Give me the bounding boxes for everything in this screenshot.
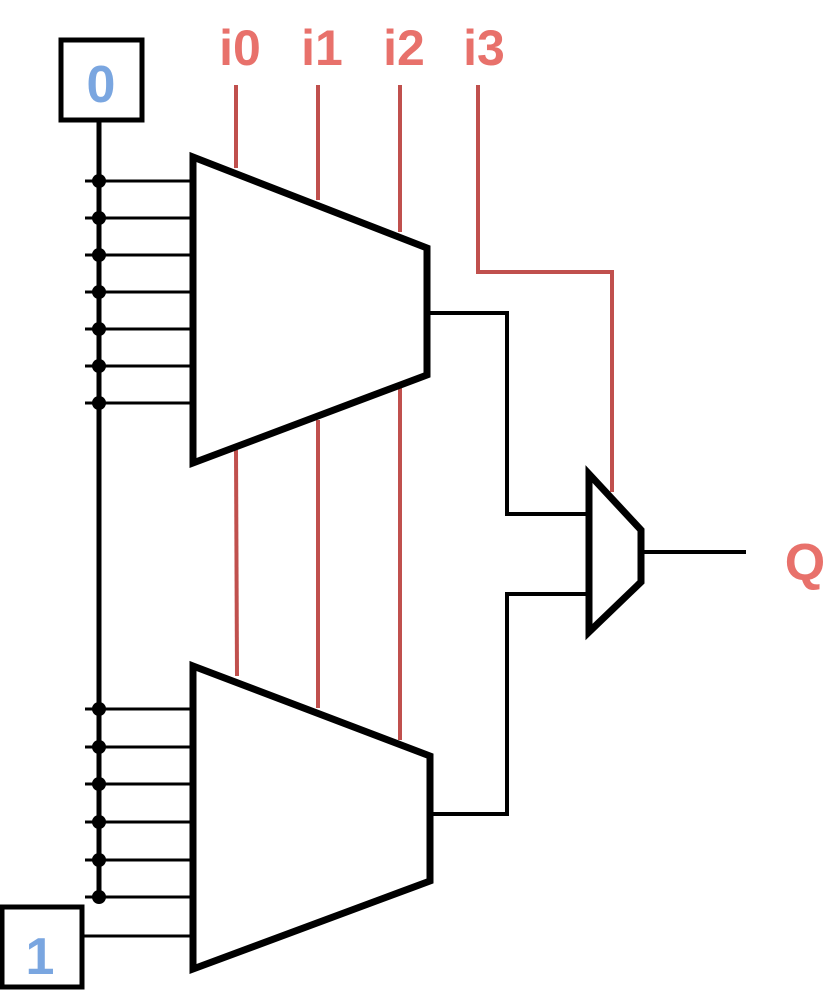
bottom-mux-output-wire — [430, 592, 589, 816]
junction-dot — [92, 740, 106, 754]
final-2to1-multiplexer — [585, 465, 645, 641]
select-label-i1: i1 — [301, 20, 343, 76]
select-label-i3: i3 — [463, 20, 505, 76]
junction-dot — [92, 396, 106, 410]
junction-dot — [92, 702, 106, 716]
junction-dot — [92, 815, 106, 829]
junction-dot — [92, 248, 106, 262]
constant-one-box — [0, 904, 85, 990]
constant-one-label: 1 — [26, 928, 55, 986]
junction-dot — [92, 322, 106, 336]
bottom-junction-dots — [92, 702, 106, 904]
junction-dot — [92, 777, 106, 791]
select-label-i2: i2 — [383, 20, 425, 76]
select-wire-i0-mid — [234, 449, 239, 677]
junction-dot — [92, 890, 106, 904]
junction-dot — [92, 359, 106, 373]
top-junction-dots — [92, 174, 106, 410]
output-label-q: Q — [785, 534, 825, 592]
select-label-i0: i0 — [219, 20, 261, 76]
select-wire-i3 — [476, 85, 614, 492]
top-mux-output-wire — [427, 311, 589, 516]
bottom-8to1-multiplexer — [189, 660, 434, 975]
select-lines — [234, 85, 614, 740]
junction-dot — [92, 174, 106, 188]
constant-zero-label: 0 — [87, 56, 116, 114]
top-8to1-multiplexer — [189, 151, 431, 469]
junction-dot — [92, 211, 106, 225]
junction-dot — [92, 285, 106, 299]
junction-dot — [92, 853, 106, 867]
constant-zero-box — [58, 37, 145, 123]
